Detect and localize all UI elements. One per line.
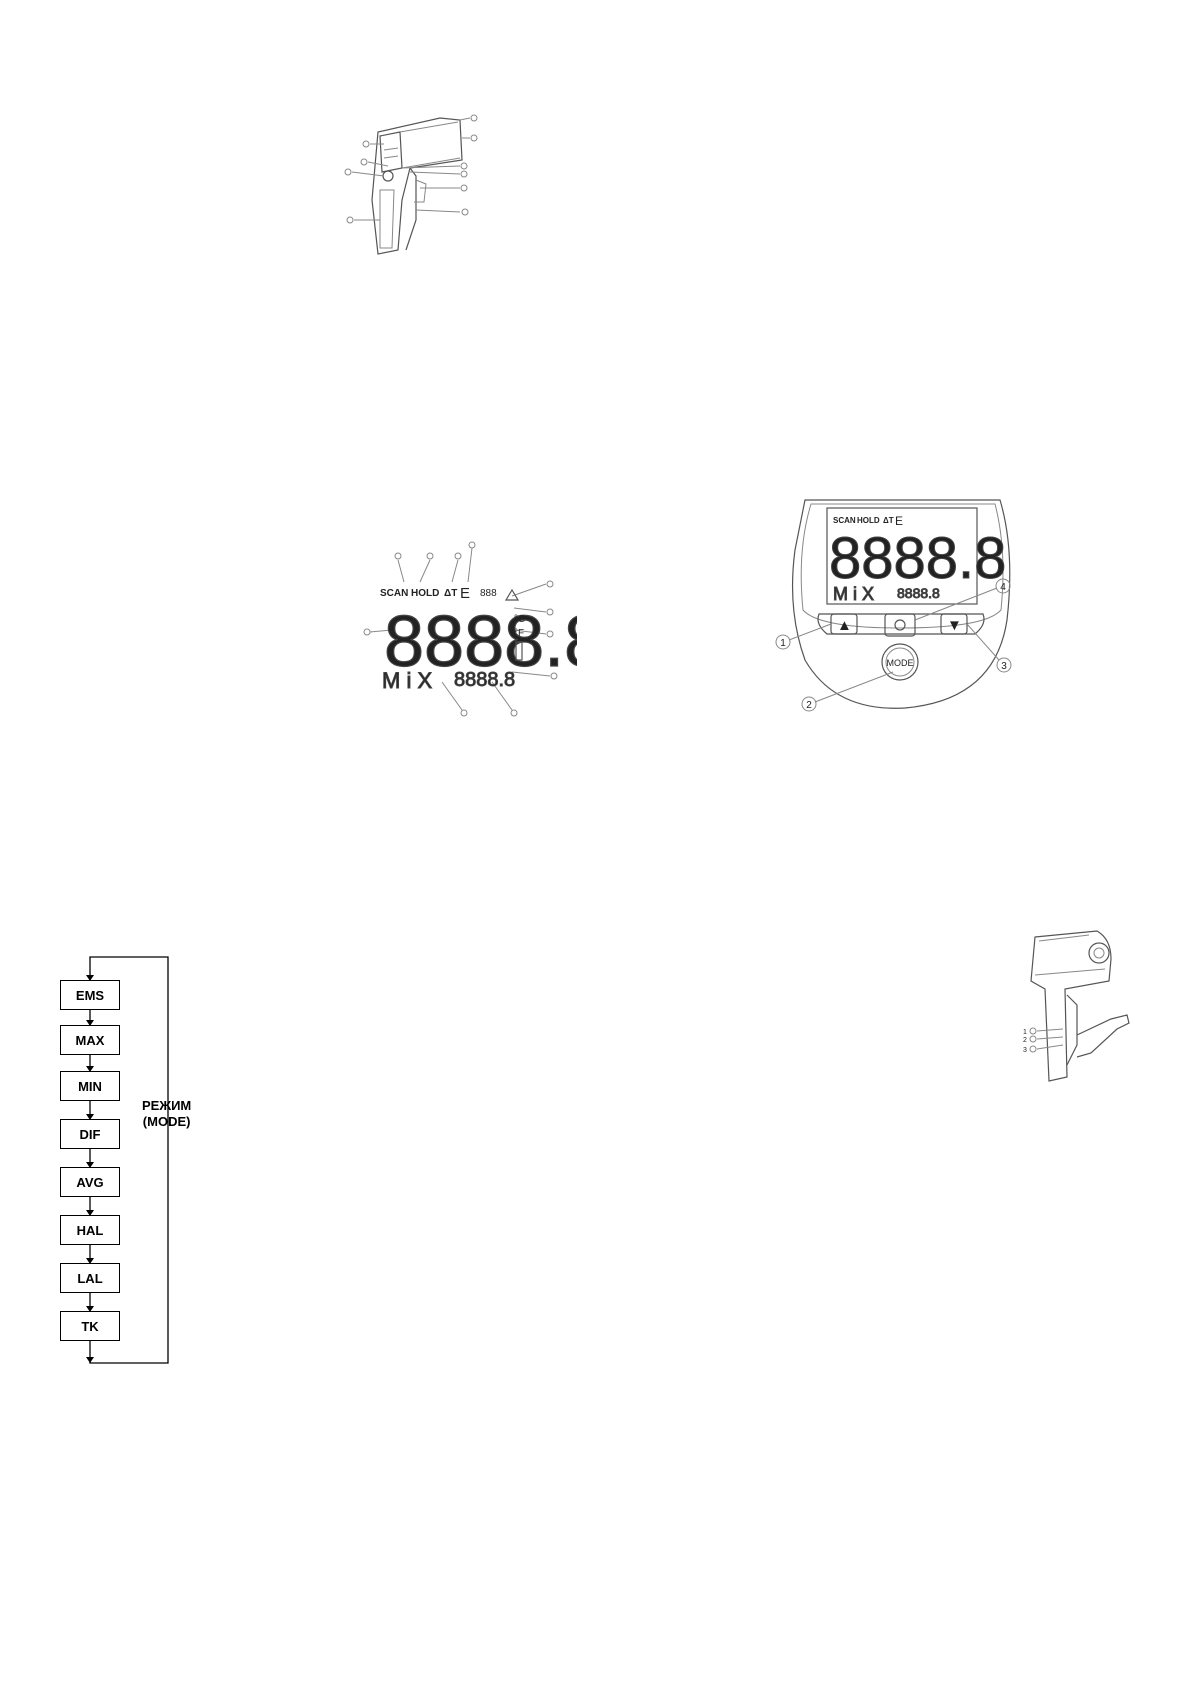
laser-backlight-button[interactable]: [884, 613, 916, 637]
lcd-display-diagram: SCAN HOLD ΔT E 888 8888.8 °C °F M i X 88…: [362, 540, 577, 720]
laser-icon: [894, 619, 906, 631]
flow-loop-label-line1: РЕЖИМ: [142, 1098, 192, 1113]
keypad-lcd-delta-t: ΔT: [883, 516, 894, 525]
flow-step-hal: HAL: [60, 1215, 120, 1245]
flow-step-ems: EMS: [60, 980, 120, 1010]
up-button[interactable]: ▲: [830, 613, 858, 635]
side-callout-2: 2: [1023, 1037, 1027, 1044]
lcd-callout-lines: [363, 541, 558, 717]
keypad-button-bar: [817, 613, 985, 635]
lcd-unit-fahrenheit: °F: [514, 628, 524, 639]
lcd-warning-icon: [504, 588, 520, 601]
keypad-callout-3: 3: [1001, 661, 1007, 672]
flow-step-dif: DIF: [60, 1119, 120, 1149]
flow-step-max: MAX: [60, 1025, 120, 1055]
keypad-lcd-e: E: [895, 514, 903, 528]
flow-loop-label: РЕЖИМ (MODE): [142, 1098, 191, 1130]
flow-step-lal: LAL: [60, 1263, 120, 1293]
keypad-lcd-scan: SCAN: [833, 516, 856, 525]
svg-text:▲: ▲: [837, 617, 852, 634]
lcd-mode-text: M i X: [382, 668, 432, 693]
keypad-lcd-mode-text: M i X: [833, 584, 874, 604]
svg-text:MODE: MODE: [887, 658, 914, 668]
side-callout-1: 1: [1023, 1029, 1027, 1036]
lcd-emissivity-digits: 888: [480, 588, 497, 599]
flow-step-avg: AVG: [60, 1167, 120, 1197]
lcd-delta-t-indicator: ΔT: [444, 588, 457, 599]
lcd-main-digits: 8888.8: [384, 602, 577, 682]
lcd-scan-indicator: SCAN: [380, 588, 408, 599]
thermometer-side-view: 1 2 3: [1015, 925, 1140, 1085]
keypad-callout-2: 2: [806, 700, 812, 711]
keypad-callout-4: 4: [1000, 582, 1006, 593]
side-callout-3: 3: [1023, 1047, 1027, 1054]
mode-button[interactable]: MODE: [881, 643, 919, 681]
keypad-lcd-sub-digits: 8888.8: [897, 585, 940, 601]
lcd-sub-digits: 8888.8: [454, 669, 515, 691]
flow-loop-label-line2: (MODE): [142, 1114, 191, 1129]
keypad-lcd-hold: HOLD: [857, 516, 880, 525]
lcd-battery-icon: [515, 641, 523, 661]
svg-text:▼: ▼: [947, 617, 962, 634]
lcd-emissivity-indicator: E: [460, 585, 470, 602]
lcd-unit-celsius: °C: [514, 614, 525, 625]
thermometer-overview-figure: [340, 110, 525, 260]
flow-step-tk: TK: [60, 1311, 120, 1341]
keypad-front-view: SCAN HOLD ΔT E 8888.8 M i X 8888.8 ▲ ▼ M…: [775, 490, 1025, 715]
flow-step-min: MIN: [60, 1071, 120, 1101]
flowchart-connectors: [86, 956, 169, 1364]
keypad-callout-1: 1: [780, 638, 786, 649]
keypad-lcd-main-digits: 8888.8: [829, 526, 1006, 591]
lcd-hold-indicator: HOLD: [411, 588, 439, 599]
